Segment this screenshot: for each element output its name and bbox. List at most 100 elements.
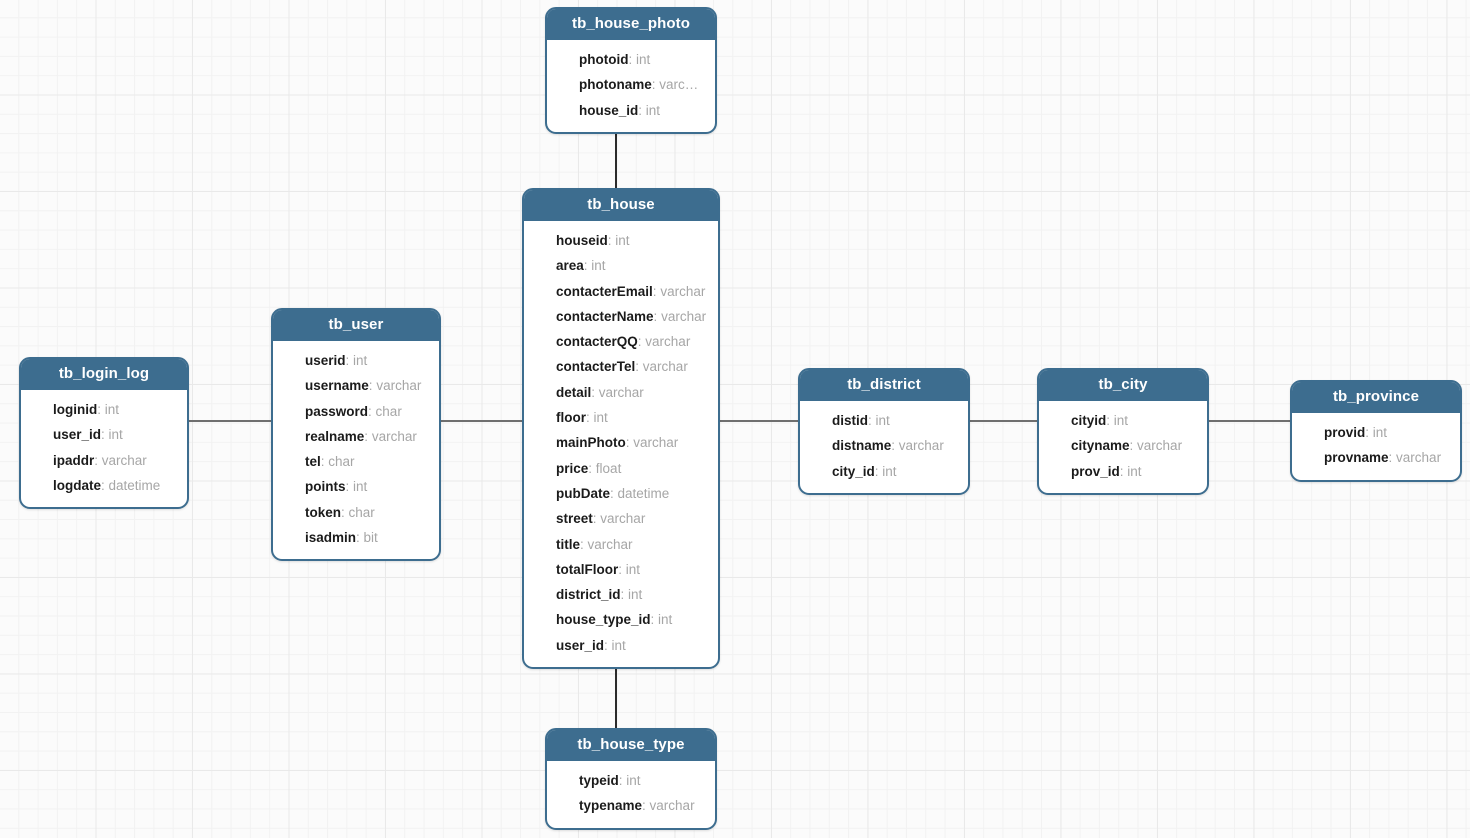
- entity-field-row[interactable]: prov_id: int: [1039, 459, 1207, 484]
- entity-table-title: tb_city: [1039, 370, 1207, 401]
- entity-field-row[interactable]: points: int: [273, 474, 439, 499]
- field-separator: :: [592, 511, 601, 527]
- field-name: contacterTel: [556, 359, 636, 375]
- field-name: logdate: [53, 477, 102, 493]
- entity-field-row[interactable]: password: char: [273, 399, 439, 424]
- field-separator: :: [891, 438, 899, 454]
- field-name: user_id: [556, 637, 605, 653]
- field-separator: :: [868, 413, 876, 428]
- entity-field-row[interactable]: title: varchar: [524, 532, 718, 557]
- connector-loginlog-user: [188, 420, 273, 422]
- field-name: totalFloor: [556, 561, 619, 577]
- field-name: contacterName: [556, 308, 654, 324]
- entity-field-row[interactable]: realname: varchar: [273, 424, 439, 449]
- entity-table-title: tb_user: [273, 310, 439, 341]
- field-type: float: [595, 460, 622, 476]
- entity-field-row[interactable]: contacterEmail: varchar: [524, 279, 718, 304]
- entity-field-row[interactable]: detail: varchar: [524, 380, 718, 405]
- entity-field-row[interactable]: username: varchar: [273, 373, 439, 398]
- field-separator: :: [650, 612, 659, 628]
- field-name: price: [556, 460, 589, 476]
- field-type: varchar: [101, 452, 147, 468]
- field-separator: :: [101, 477, 109, 493]
- field-type: int: [615, 233, 630, 248]
- entity-field-row[interactable]: distname: varchar: [800, 433, 968, 458]
- entity-field-row[interactable]: floor: int: [524, 405, 718, 430]
- entity-field-row[interactable]: isadmin: bit: [273, 525, 439, 550]
- entity-field-row[interactable]: userid: int: [273, 348, 439, 373]
- field-name: contacterQQ: [556, 334, 638, 350]
- field-name: points: [305, 479, 346, 495]
- field-separator: :: [1106, 413, 1114, 428]
- entity-field-row[interactable]: typeid: int: [547, 768, 715, 793]
- entity-field-row[interactable]: loginid: int: [21, 397, 187, 422]
- entity-field-row[interactable]: pubDate: datetime: [524, 481, 718, 506]
- field-name: house_id: [579, 102, 639, 118]
- field-name: photoid: [579, 52, 629, 67]
- entity-table-title: tb_district: [800, 370, 968, 401]
- entity-field-row[interactable]: logdate: datetime: [21, 473, 187, 498]
- entity-field-row[interactable]: photoname: varc…: [547, 72, 715, 97]
- field-separator: :: [1119, 463, 1128, 479]
- entity-field-row[interactable]: totalFloor: int: [524, 557, 718, 582]
- entity-field-row[interactable]: provname: varchar: [1292, 445, 1460, 470]
- entity-field-row[interactable]: user_id: int: [524, 633, 718, 658]
- entity-field-row[interactable]: house_id: int: [547, 98, 715, 123]
- entity-field-row[interactable]: tel: char: [273, 449, 439, 474]
- entity-field-row[interactable]: contacterName: varchar: [524, 304, 718, 329]
- field-separator: :: [586, 410, 594, 426]
- entity-field-row[interactable]: houseid: int: [524, 228, 718, 253]
- entity-field-row[interactable]: mainPhoto: varchar: [524, 430, 718, 455]
- entity-field-row[interactable]: provid: int: [1292, 420, 1460, 445]
- entity-field-row[interactable]: distid: int: [800, 408, 968, 433]
- field-name: tel: [305, 454, 321, 470]
- field-separator: :: [638, 102, 646, 118]
- field-type: int: [1372, 425, 1388, 440]
- entity-field-row[interactable]: cityname: varchar: [1039, 433, 1207, 458]
- field-separator: :: [580, 536, 588, 552]
- entity-field-row[interactable]: photoid: int: [547, 47, 715, 72]
- field-separator: :: [368, 403, 376, 419]
- field-separator: :: [874, 463, 883, 479]
- field-name: password: [305, 403, 369, 419]
- connector-house-district: [719, 420, 800, 422]
- entity-table-title: tb_province: [1292, 382, 1460, 413]
- field-separator: :: [345, 479, 354, 495]
- field-separator: :: [610, 485, 618, 501]
- field-separator: :: [651, 77, 660, 93]
- entity-field-row[interactable]: street: varchar: [524, 506, 718, 531]
- field-name: prov_id: [1071, 463, 1120, 479]
- field-name: detail: [556, 384, 592, 400]
- entity-field-row[interactable]: area: int: [524, 253, 718, 278]
- field-name: loginid: [53, 402, 98, 417]
- field-name: houseid: [556, 233, 608, 248]
- field-type: varchar: [661, 308, 707, 324]
- field-type: varchar: [642, 359, 688, 375]
- entity-field-row[interactable]: cityid: int: [1039, 408, 1207, 433]
- entity-field-row[interactable]: contacterTel: varchar: [524, 354, 718, 379]
- entity-field-row[interactable]: house_type_id: int: [524, 607, 718, 632]
- field-separator: :: [607, 233, 616, 248]
- entity-field-row[interactable]: token: char: [273, 500, 439, 525]
- entity-table-title: tb_house_photo: [547, 9, 715, 40]
- entity-field-row[interactable]: district_id: int: [524, 582, 718, 607]
- field-type: int: [658, 612, 673, 628]
- entity-field-row[interactable]: typename: varchar: [547, 793, 715, 818]
- entity-field-row[interactable]: price: float: [524, 456, 718, 481]
- entity-field-row[interactable]: user_id: int: [21, 422, 187, 447]
- entity-field-row[interactable]: contacterQQ: varchar: [524, 329, 718, 354]
- entity-field-row[interactable]: city_id: int: [800, 459, 968, 484]
- entity-field-row[interactable]: ipaddr: varchar: [21, 448, 187, 473]
- entity-table-title: tb_house: [524, 190, 718, 221]
